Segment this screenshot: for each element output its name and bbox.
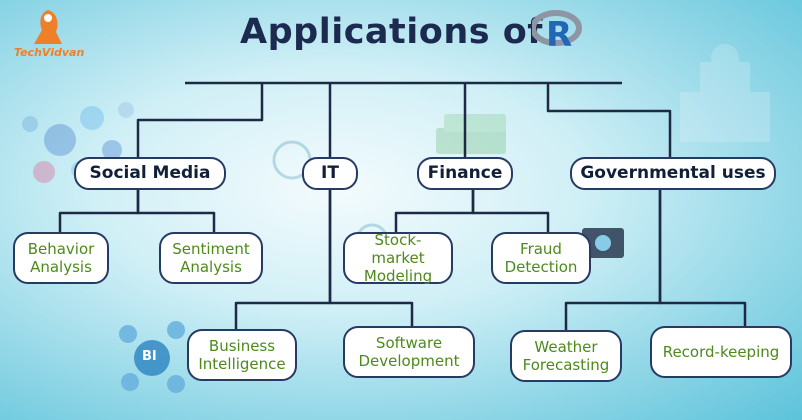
connector-fraud-detection — [471, 189, 550, 232]
bi-label: BI — [142, 349, 157, 364]
category-it: IT — [302, 157, 358, 190]
connector-software-development — [328, 189, 414, 326]
category-governmental-uses: Governmental uses — [570, 157, 776, 190]
brand-logo: TechVidvan — [14, 6, 94, 66]
bi-network-icon — [119, 321, 185, 393]
category-finance: Finance — [417, 157, 513, 190]
spy-monitor-icon — [582, 228, 624, 258]
capitol-building-icon — [680, 44, 770, 142]
connector-behavior-analysis — [58, 189, 140, 232]
brand-figure-icon — [34, 10, 62, 44]
item-record-keeping: Record-keeping — [650, 326, 792, 378]
connector-sentiment-analysis — [136, 189, 216, 232]
r-logo-icon: R — [532, 10, 582, 52]
connector-stock-market — [394, 189, 475, 232]
brand-name: TechVidvan — [14, 46, 85, 59]
connector-social-media — [136, 83, 264, 158]
category-social-media: Social Media — [74, 157, 226, 190]
page-title: Applications of — [240, 12, 544, 52]
connector-governmental — [546, 83, 672, 158]
social-icons-cluster — [22, 102, 134, 183]
connector-record-keeping — [658, 189, 747, 326]
r-logo-letter: R — [546, 15, 572, 52]
money-stack-icon — [436, 114, 506, 154]
